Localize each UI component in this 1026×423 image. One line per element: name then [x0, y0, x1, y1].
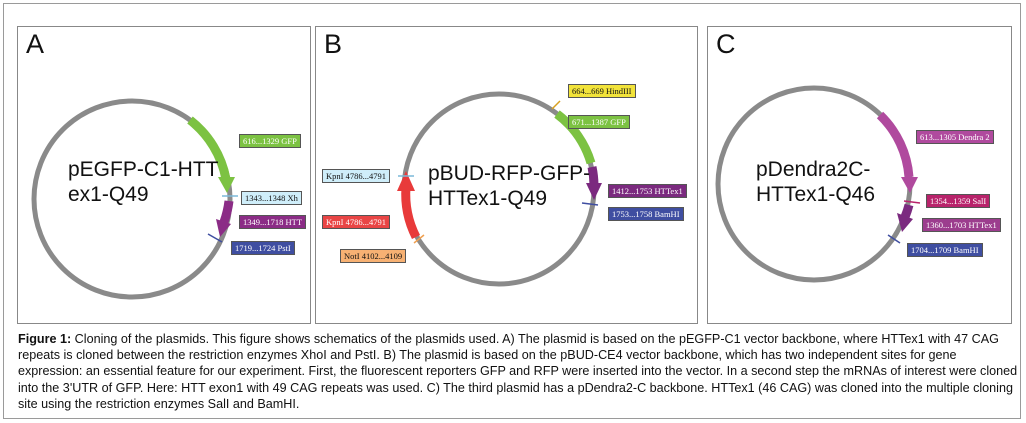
plasmid-a-htt-arrow [216, 219, 231, 237]
feature-tag-gfp: 671...1387 GFP [568, 115, 630, 129]
plasmid-c-sali-tick [903, 200, 921, 204]
feature-tag-bamhi: 1753...1758 BamHI [608, 207, 684, 221]
caption-text: Cloning of the plasmids. This figure sho… [18, 332, 1018, 411]
feature-tag-gfp: 616...1329 GFP [239, 134, 301, 148]
feature-tag-htt: 1349...1718 HTT [239, 215, 307, 229]
plasmid-c-bamhi-tick [887, 234, 901, 244]
plasmid-c-dendra-arc [876, 111, 914, 178]
feature-tag-hindiii: 664...669 HindIII [568, 84, 636, 98]
plasmid-b-rfp-arrow [397, 171, 415, 191]
panel-b-letter: B [324, 29, 343, 59]
plasmid-a-htt-arc [219, 200, 234, 224]
feature-tag-httex1: 1412...1753 HTTex1 [608, 184, 687, 198]
feature-tag-bamhi: 1704...1709 BamHI [907, 243, 983, 257]
panel-b: B pBUD-RFP-GFP- HTTex1-Q49 664...669 Hin… [315, 26, 698, 324]
plasmid-a-name-line1: pEGFP-C1-HTT [68, 158, 219, 181]
plasmid-c-htt-arrow [897, 213, 913, 232]
plasmid-c-map [715, 85, 921, 283]
feature-tag-dendra2: 613...1305 Dendra 2 [916, 130, 994, 144]
plasmid-b-hindiii-tick [551, 100, 561, 110]
plasmid-a-gfp-arc [187, 116, 231, 180]
plasmid-c-name-line1: pDendra2C- [756, 158, 871, 181]
plasmid-b-bamhi-tick [581, 202, 599, 206]
feature-tag-httex1: 1360...1703 HTTex1 [922, 218, 1001, 232]
plasmid-b-gfp-arc [554, 110, 596, 165]
feature-tag-psti: 1719...1724 PstI [231, 241, 295, 255]
plasmid-a-map [31, 98, 238, 300]
plasmid-b-htt-arc [587, 166, 599, 186]
plasmid-b-name-line2: HTTex1-Q49 [428, 187, 548, 210]
panel-a: A pEGFP-C1-HTT ex1-Q49 616...1329 GFP 13… [17, 26, 311, 324]
panel-a-letter: A [26, 29, 45, 59]
plasmid-c-name-line2: HTTex1-Q46 [756, 183, 876, 206]
plasmid-a-gfp-arrow [218, 177, 235, 193]
panel-c: C pDendra2C- HTTex1-Q46 613...1305 Dendr… [707, 26, 1012, 324]
plasmid-c-htt-arc [900, 203, 914, 219]
plasmid-a-pst-tick [207, 233, 223, 243]
feature-tag-xhoi: 1343...1348 Xh [241, 191, 302, 205]
caption-label: Figure 1: [18, 332, 72, 346]
plasmid-b-noti-tick [413, 234, 425, 244]
feature-tag-kpni-rfp: KpnI 4786...4791 [322, 215, 390, 229]
figure-caption: Figure 1: Cloning of the plasmids. This … [18, 331, 1018, 412]
plasmid-b-map [397, 91, 602, 287]
plasmid-a-name-line2: ex1-Q49 [68, 183, 149, 206]
feature-tag-kpni-site: KpnI 4786...4791 [322, 169, 390, 183]
plasmid-c-dendra-arrow [901, 177, 918, 193]
feature-tag-sali: 1354...1359 SalI [926, 194, 991, 208]
plasmid-a-backbone [31, 98, 233, 300]
figure-frame: A pEGFP-C1-HTT ex1-Q49 616...1329 GFP 13… [3, 3, 1021, 419]
feature-tag-noti: NotI 4102...4109 [340, 249, 407, 263]
plasmid-b-name-line1: pBUD-RFP-GFP- [428, 162, 591, 185]
plasmid-b-rfp-arc [401, 186, 421, 240]
plasmid-b-htt-arrow [586, 183, 602, 200]
panel-c-letter: C [716, 29, 736, 59]
